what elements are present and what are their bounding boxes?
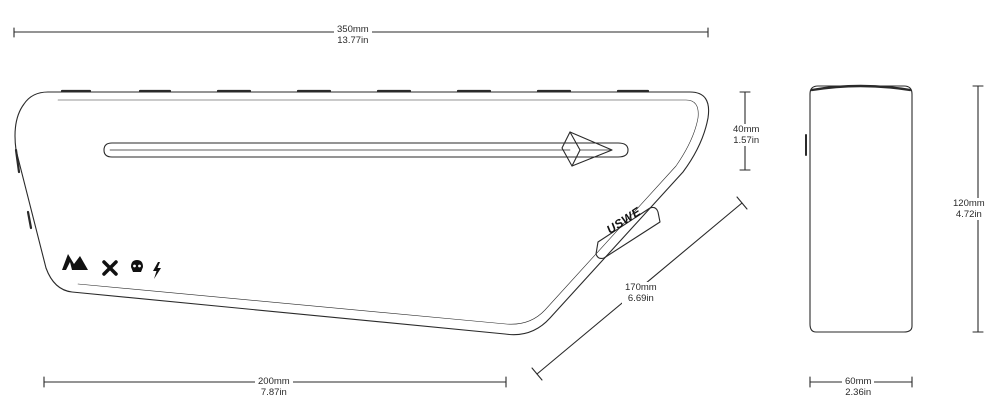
label-120mm: 120mm 4.72in (950, 198, 988, 220)
label-350mm-imperial: 13.77in (337, 35, 369, 46)
label-170mm-imperial: 6.69in (627, 293, 654, 304)
mountain-logo-icon (62, 254, 88, 270)
brand-patch (595, 206, 661, 260)
label-60mm-metric: 60mm (845, 376, 872, 387)
side-straps (14, 148, 33, 230)
zipper-track (103, 142, 629, 158)
label-120mm-imperial: 4.72in (955, 209, 982, 220)
label-200mm-imperial: 7.87in (260, 387, 287, 398)
skull-icon (131, 260, 143, 272)
label-60mm-imperial: 2.36in (845, 387, 872, 398)
label-120mm-metric: 120mm (953, 198, 985, 209)
zipper-pull (561, 131, 613, 167)
bag-inner-seam (57, 99, 699, 325)
cross-icon (102, 260, 118, 276)
label-200mm-metric: 200mm (258, 376, 290, 387)
label-350mm: 350mm 13.77in (334, 24, 372, 46)
label-350mm-metric: 350mm (337, 24, 369, 35)
label-40mm: 40mm 1.57in (730, 124, 763, 146)
label-170mm: 170mm 6.69in (622, 282, 660, 304)
label-40mm-metric: 40mm (733, 124, 760, 135)
label-40mm-imperial: 1.57in (733, 135, 760, 146)
lightning-icon (153, 262, 161, 279)
label-170mm-metric: 170mm (625, 282, 657, 293)
label-60mm: 60mm 2.36in (842, 376, 875, 398)
label-200mm: 200mm 7.87in (255, 376, 293, 398)
bag-side-outline (14, 91, 710, 336)
bag-end-view (805, 84, 913, 333)
